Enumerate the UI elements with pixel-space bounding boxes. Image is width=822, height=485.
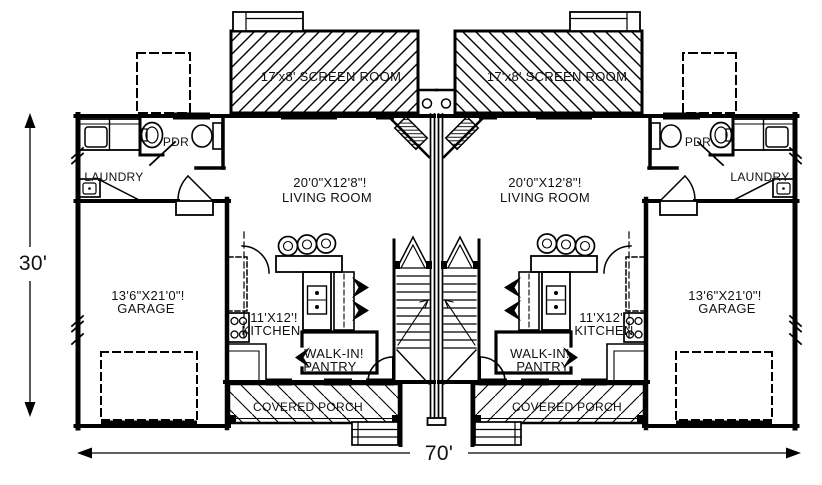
door-marker	[376, 112, 394, 120]
pantry-label1-left: WALK-IN!	[304, 346, 364, 361]
height-dimension-label: 30'	[19, 252, 47, 275]
porch-post-icon	[421, 98, 433, 109]
width-dimension-label: 70'	[425, 442, 453, 465]
kitchen-size-right: 11'X12'!	[579, 310, 627, 325]
garage-size-left: 13'6"X21'0"!	[111, 288, 184, 303]
laundry-label-right: LAUNDRY	[730, 170, 789, 184]
shelf-unit	[333, 271, 355, 331]
counter-inner-edge	[226, 350, 260, 381]
label-layer: 17'x8' SCREEN ROOM LAUNDRY PDR 20'0"X12'…	[19, 69, 789, 465]
porch-post-icon	[228, 415, 236, 423]
garage-label-right: GARAGE	[698, 301, 755, 316]
pdr-label-right: PDR	[685, 135, 711, 149]
pantry-label2-right: PANTRY	[516, 359, 569, 374]
porch-post-icon	[392, 415, 400, 423]
arrow-down-icon	[24, 402, 36, 417]
covered-porch	[227, 380, 403, 447]
garage	[73, 174, 231, 431]
left-unit-geometry	[70, 11, 439, 447]
laundry-label-left: LAUNDRY	[84, 170, 143, 184]
shelf-arrow-icon	[352, 300, 369, 321]
dimension-width	[77, 447, 801, 459]
window-marker	[266, 378, 292, 386]
screen-room-label-right: 17'x8' SCREEN ROOM	[487, 69, 627, 84]
toilet-icon	[191, 122, 223, 150]
laundry-sink-icon	[78, 178, 101, 198]
window-marker	[173, 112, 210, 120]
wall-break-ticks	[70, 146, 85, 346]
screen-room-label-left: 17'x8' SCREEN ROOM	[261, 69, 401, 84]
counter-edge	[98, 178, 143, 203]
screen-room-stoop	[232, 11, 304, 32]
window-marker	[324, 378, 352, 386]
porch-label-right: COVERED PORCH	[512, 400, 622, 414]
kitchen	[226, 231, 369, 381]
garage-size-right: 13'6"X21'0"!	[688, 288, 761, 303]
pantry-door-arrow-icon	[295, 347, 310, 368]
refrigerator-icon	[227, 256, 248, 312]
garage-door-icon	[101, 420, 197, 428]
kitchen-size-left: 11'X12'!	[250, 310, 298, 325]
stair-treads	[396, 267, 430, 349]
garage-entry-step	[175, 200, 214, 216]
bar-stools-icon	[277, 233, 337, 257]
exterior-walls	[70, 112, 436, 431]
pdr-label-left: PDR	[163, 135, 189, 149]
living-room-label-right: LIVING ROOM	[500, 190, 590, 205]
pantry-label2-left: PANTRY	[303, 359, 356, 374]
corner-fireplace-icon	[388, 115, 431, 159]
screen-room-connector	[417, 88, 439, 109]
stair-run-line	[397, 299, 429, 346]
kitchen-label-left: KITCHEN	[241, 323, 300, 338]
entry-threshold-marker	[366, 378, 394, 386]
sliding-door-marker	[281, 112, 337, 120]
kitchen-island	[275, 255, 343, 331]
pedestal-sink-icon	[140, 121, 164, 149]
screen-room	[229, 11, 420, 115]
pantry	[295, 330, 379, 375]
shelf-arrow-icon	[352, 277, 369, 298]
living-room-size-right: 20'0"X12'8"!	[508, 175, 581, 190]
front-door-swing	[367, 356, 394, 383]
garage-label-left: GARAGE	[117, 301, 174, 316]
entry-steps	[351, 421, 399, 446]
optional-pad-dashed	[136, 52, 191, 114]
arrow-up-icon	[24, 113, 36, 128]
kitchen-label-right: KITCHEN	[574, 323, 633, 338]
laundry-room	[78, 118, 143, 203]
washer-dryer-icon	[78, 118, 141, 151]
party-wall-cap	[426, 417, 447, 426]
kitchen-sink-icon	[306, 285, 328, 315]
parking-pad-dashed	[100, 351, 198, 421]
dimension-height	[24, 113, 36, 417]
staircase	[367, 235, 432, 385]
powder-room	[138, 114, 226, 170]
stair-up-arrow-icon	[395, 235, 431, 270]
kitchen-door-swing	[241, 245, 270, 274]
living-room-size-left: 20'0"X12'8"!	[293, 175, 366, 190]
porch-label-left: COVERED PORCH	[253, 400, 363, 414]
pdr-door-leaf	[148, 140, 177, 167]
counter-edge	[226, 343, 267, 381]
stove-icon	[227, 312, 250, 343]
arrow-left-icon	[77, 447, 92, 459]
arrow-right-icon	[786, 447, 801, 459]
pantry-label1-right: WALK-IN!	[510, 346, 570, 361]
living-room-label-left: LIVING ROOM	[282, 190, 372, 205]
garage-entry-door-swing	[177, 174, 215, 203]
